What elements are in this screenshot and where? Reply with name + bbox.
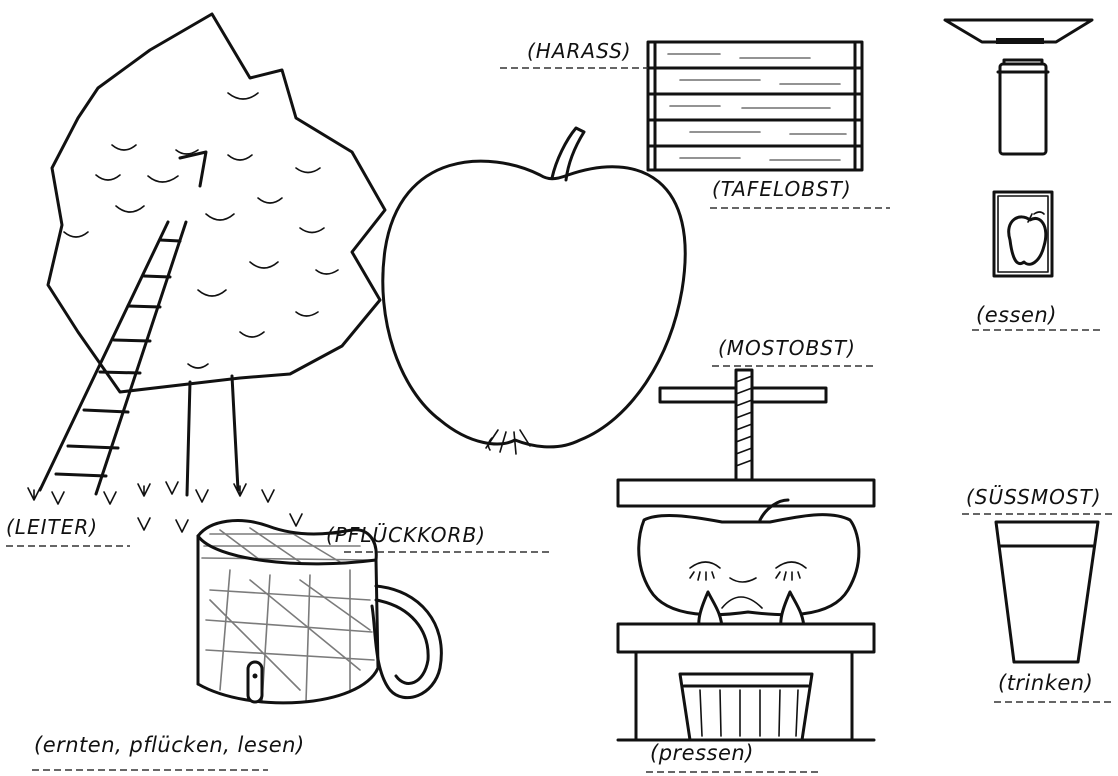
grass-tufts: [27, 481, 303, 533]
label-trinken: (trinken): [998, 671, 1093, 695]
label-essen: (essen): [976, 303, 1057, 327]
press-tub-drawing: [678, 672, 814, 742]
label-pflueckkorb: (PFLÜCKKORB): [326, 523, 486, 547]
apple-outline-drawing: [381, 126, 687, 455]
apple-tree-drawing: [46, 12, 387, 497]
crate-drawing: [646, 40, 864, 172]
label-harass: (HARASS): [527, 39, 632, 63]
storage-jar-drawing: [996, 58, 1050, 156]
ladder-drawing: [38, 220, 188, 496]
funnel-drawing: [943, 18, 1094, 44]
apple-blossom-end: [485, 429, 531, 455]
glass-of-juice-drawing: [994, 520, 1100, 664]
fruit-press-drawing: [616, 368, 876, 742]
picking-basket-drawing: [196, 519, 443, 705]
label-suessmost: (SÜSSMOST): [966, 485, 1102, 509]
label-leiter: (LEITER): [6, 515, 98, 539]
label-mostobst: (MOSTOBST): [718, 336, 856, 360]
label-tafelobst: (TAFELOBST): [712, 177, 852, 201]
label-pressen: (pressen): [650, 741, 754, 765]
label-ernten: (ernten, pflücken, lesen): [34, 733, 305, 757]
apple-jar-drawing: [992, 190, 1054, 278]
